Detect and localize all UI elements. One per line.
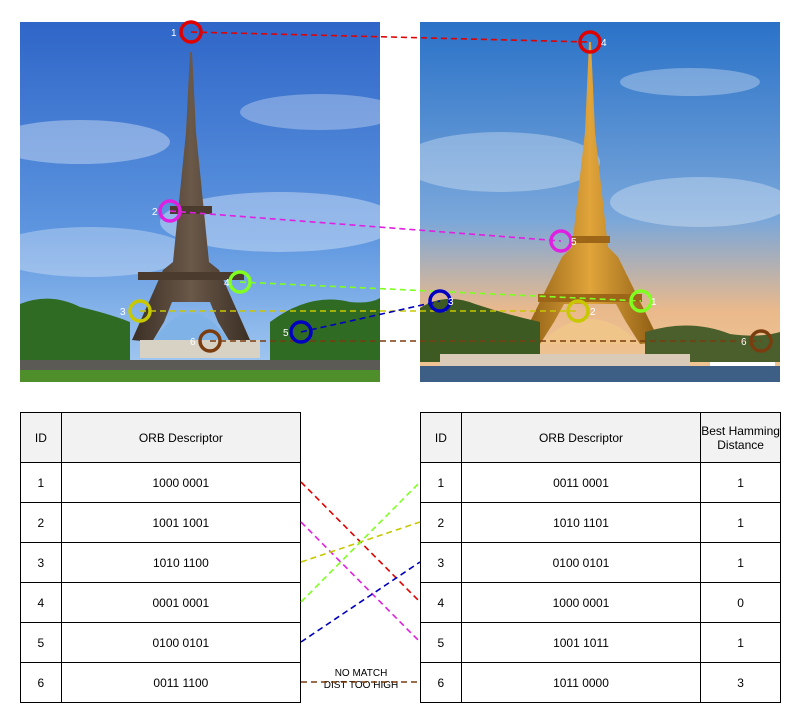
table-row: 5 0100 0101 (20, 622, 302, 663)
table-row: 3 0100 0101 1 (420, 542, 781, 583)
row-id-cell: 4 (420, 582, 462, 623)
descriptor-cell: 1000 0001 (60, 462, 302, 503)
table-row: 1 1000 0001 (20, 462, 302, 503)
distance-cell: 1 (700, 502, 781, 543)
no-match-note: NO MATCH DIST TOO HIGH (306, 668, 416, 692)
descriptor-cell: 0011 1100 (60, 662, 302, 703)
descriptor-cell: 1010 1101 (460, 502, 702, 543)
row-id-cell: 3 (420, 542, 462, 583)
descriptor-cell: 1001 1001 (60, 502, 302, 543)
descriptor-cell: 1011 0000 (460, 662, 702, 703)
descriptor-column-header: ORB Descriptor (60, 412, 302, 463)
descriptor-cell: 0001 0001 (60, 582, 302, 623)
row-id-cell: 5 (420, 622, 462, 663)
table-match-line (300, 481, 421, 603)
row-id-cell: 1 (20, 462, 62, 503)
left-tower-photo (20, 22, 380, 382)
table-match-line (300, 521, 421, 563)
table-row: 5 1001 1011 1 (420, 622, 781, 663)
table-row: 6 0011 1100 (20, 662, 302, 703)
row-id-cell: 2 (20, 502, 62, 543)
row-id-cell: 6 (420, 662, 462, 703)
table-match-line (300, 561, 421, 643)
row-id-cell: 1 (420, 462, 462, 503)
table-header-row: ID ORB Descriptor (20, 412, 302, 463)
descriptor-cell: 1010 1100 (60, 542, 302, 583)
distance-cell: 1 (700, 542, 781, 583)
distance-cell: 1 (700, 462, 781, 503)
distance-cell: 1 (700, 622, 781, 663)
distance-too-high-label: DIST TOO HIGH (323, 680, 399, 691)
no-match-label: NO MATCH (334, 668, 388, 679)
row-id-cell: 5 (20, 622, 62, 663)
distance-cell: 0 (700, 582, 781, 623)
row-id-cell: 3 (20, 542, 62, 583)
table-match-line (300, 521, 421, 643)
distance-column-header: Best Hamming Distance (700, 412, 781, 463)
table-row: 2 1010 1101 1 (420, 502, 781, 543)
table-row: 3 1010 1100 (20, 542, 302, 583)
table-row: 2 1001 1001 (20, 502, 302, 543)
id-column-header: ID (420, 412, 462, 463)
descriptor-cell: 0011 0001 (460, 462, 702, 503)
right-tower-photo (420, 22, 780, 382)
descriptor-cell: 1001 1011 (460, 622, 702, 663)
id-column-header: ID (20, 412, 62, 463)
descriptor-cell: 1000 0001 (460, 582, 702, 623)
right-descriptor-table: ID ORB Descriptor Best Hamming Distance … (420, 412, 781, 703)
row-id-cell: 4 (20, 582, 62, 623)
table-header-row: ID ORB Descriptor Best Hamming Distance (420, 412, 781, 463)
table-row: 4 0001 0001 (20, 582, 302, 623)
descriptor-cell: 0100 0101 (460, 542, 702, 583)
descriptor-column-header: ORB Descriptor (460, 412, 702, 463)
table-match-line (300, 481, 421, 603)
row-id-cell: 2 (420, 502, 462, 543)
descriptor-cell: 0100 0101 (60, 622, 302, 663)
left-descriptor-table: ID ORB Descriptor 1 1000 0001 2 1001 100… (20, 412, 302, 703)
distance-cell: 3 (700, 662, 781, 703)
table-row: 1 0011 0001 1 (420, 462, 781, 503)
table-row: 6 1011 0000 3 (420, 662, 781, 703)
row-id-cell: 6 (20, 662, 62, 703)
table-row: 4 1000 0001 0 (420, 582, 781, 623)
